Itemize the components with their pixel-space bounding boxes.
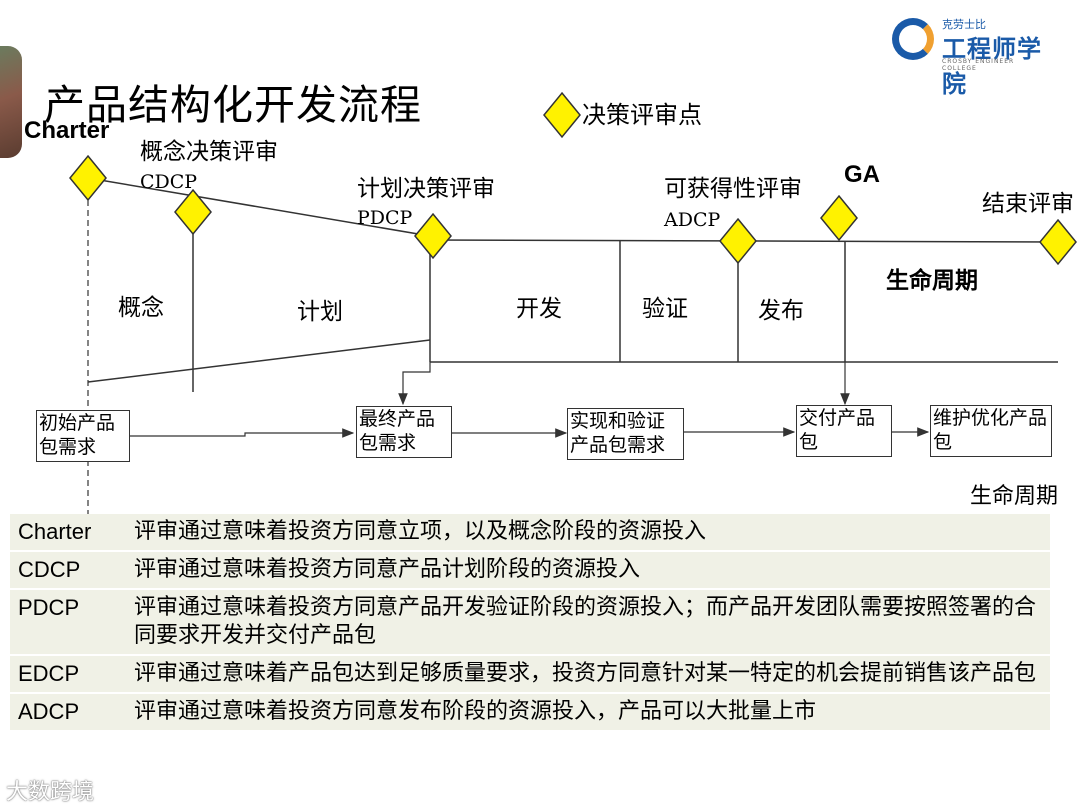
diamond-end (1039, 218, 1077, 266)
arrow-to-final-box (398, 362, 431, 406)
box-realize-verify: 实现和验证产品包需求 (567, 408, 684, 460)
definition-text: 评审通过意味着投资方同意产品开发验证阶段的资源投入；而产品开发团队需要按照签署的… (126, 590, 1050, 654)
logo-top-text: 克劳士比 (942, 18, 986, 31)
milestone-ga: GA (844, 161, 880, 188)
definition-code: PDCP (10, 590, 126, 654)
funnel-bottom-edge (87, 339, 431, 383)
box-deliver-package: 交付产品包 (796, 405, 892, 457)
logo-sub-text: CROSBY ENGINEER COLLEGE (942, 58, 1015, 72)
college-logo: 克劳士比 工程师学院 CROSBY ENGINEER COLLEGE (888, 14, 1048, 98)
table-row: CDCP 评审通过意味着投资方同意产品计划阶段的资源投入 (10, 552, 1050, 588)
phase-concept: 概念 (118, 295, 164, 321)
arrow-initial-to-final (130, 428, 355, 438)
page-title: 产品结构化开发流程 (44, 81, 422, 129)
diamond-cdcp (174, 188, 212, 236)
table-row: ADCP 评审通过意味着投资方同意发布阶段的资源投入，产品可以大批量上市 (10, 694, 1050, 730)
table-row: Charter 评审通过意味着投资方同意立项，以及概念阶段的资源投入 (10, 514, 1050, 550)
phase-verify: 验证 (642, 296, 688, 322)
definition-code: CDCP (10, 552, 126, 588)
milestone-charter: Charter (24, 117, 110, 144)
funnel-top-edge (87, 177, 431, 237)
diamond-adcp (719, 217, 757, 265)
diamond-charter (69, 154, 107, 202)
definition-code: Charter (10, 514, 126, 550)
phase-develop: 开发 (516, 296, 562, 322)
phase-lifecycle: 生命周期 (886, 268, 978, 294)
legend-label: 决策评审点 (582, 101, 702, 129)
diamond-ga (820, 194, 858, 242)
phase-release: 发布 (758, 298, 804, 324)
milestone-adcp-cn: 可获得性评审 (664, 176, 802, 202)
table-row: PDCP 评审通过意味着投资方同意产品开发验证阶段的资源投入；而产品开发团队需要… (10, 590, 1050, 654)
process-diagram (69, 91, 1077, 520)
definitions-table: Charter 评审通过意味着投资方同意立项，以及概念阶段的资源投入 CDCP … (10, 512, 1050, 732)
milestone-pdcp-cn: 计划决策评审 (357, 176, 495, 202)
milestone-adcp-code: ADCP (664, 209, 721, 231)
definition-text: 评审通过意味着投资方同意产品计划阶段的资源投入 (126, 552, 1050, 588)
logo-ring-icon (892, 18, 934, 60)
milestone-cdcp-code: CDCP (140, 171, 198, 193)
lifecycle-label: 生命周期 (969, 484, 1058, 509)
box-final-requirements: 最终产品包需求 (356, 406, 452, 458)
box-maintain-optimize: 维护优化产品包 (930, 405, 1052, 457)
corner-decoration (0, 46, 22, 158)
table-row: EDCP 评审通过意味着产品包达到足够质量要求，投资方同意针对某一特定的机会提前… (10, 656, 1050, 692)
definition-text: 评审通过意味着投资方同意发布阶段的资源投入，产品可以大批量上市 (126, 694, 1050, 730)
milestone-pdcp-code: PDCP (357, 207, 413, 229)
logo-main-text: 工程师学院 (942, 35, 1042, 98)
definition-text: 评审通过意味着产品包达到足够质量要求，投资方同意针对某一特定的机会提前销售该产品… (126, 656, 1050, 692)
definition-code: ADCP (10, 694, 126, 730)
milestone-end-cn: 结束评审 (982, 191, 1074, 217)
legend-diamond-icon (543, 91, 581, 139)
definition-code: EDCP (10, 656, 126, 692)
definition-text: 评审通过意味着投资方同意立项，以及概念阶段的资源投入 (126, 514, 1050, 550)
watermark: 大数跨境 (6, 780, 95, 805)
box-initial-requirements: 初始产品包需求 (36, 410, 130, 462)
phase-plan: 计划 (297, 299, 343, 325)
diamond-pdcp (414, 212, 452, 260)
milestone-cdcp-cn: 概念决策评审 (140, 139, 278, 165)
